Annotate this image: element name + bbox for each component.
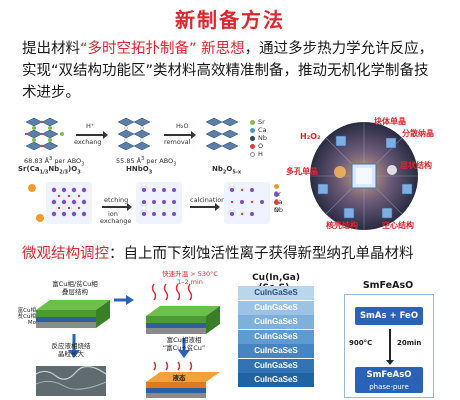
smfeaso-product: SmFeAsO phase-pure bbox=[355, 367, 423, 393]
nb2o5-structure bbox=[205, 117, 239, 151]
arrow1-bottom-label: exchang bbox=[74, 138, 102, 146]
intro-text-1: 提出材料 bbox=[22, 41, 80, 57]
label-layered: 层状结构 bbox=[400, 161, 432, 170]
lower-arrow1-top: etching bbox=[104, 196, 129, 204]
lower-arrow1 bbox=[102, 203, 132, 211]
cigs-row: CuInGaSeS bbox=[238, 315, 314, 329]
tag-liquid-phase: 富Cu相液相“富Cu+贫Cu” bbox=[162, 336, 206, 352]
arrow2-bottom-label: removal bbox=[164, 138, 191, 146]
legend-top-h: H bbox=[250, 150, 263, 158]
legend-top-o: O bbox=[250, 142, 263, 150]
lower-arrow1-bottom: exchange bbox=[100, 217, 132, 225]
label-hollow: 空心结构 bbox=[382, 221, 414, 230]
ion-dot-orange-2 bbox=[36, 214, 44, 222]
cigs-stack: CuInGaSeS CuInGaSeS CuInGaSeS CuInGaSeS … bbox=[238, 286, 314, 388]
structure-sphere-graphic bbox=[310, 122, 418, 230]
perovskite-structure-1 bbox=[24, 117, 64, 151]
step1-volume: 68.83 Å3 per ABO3 bbox=[24, 156, 85, 168]
arrow1 bbox=[76, 131, 108, 139]
subheading-text: ：自上而下刻蚀活性离子获得新型纳孔单晶材料 bbox=[109, 246, 414, 262]
intro-highlight: “多时空拓扑制备” 新思想 bbox=[80, 41, 245, 57]
legend-top-sr: Sr bbox=[250, 118, 265, 126]
lower-arrow2 bbox=[190, 203, 220, 211]
legend-top-ca: Ca bbox=[250, 126, 267, 134]
smfeaso-title: SmFeAsO bbox=[362, 280, 414, 291]
smfeaso-time: 20min bbox=[397, 339, 422, 347]
intro-paragraph: 提出材料“多时空拓扑制备” 新思想，通过多步热力学允许反应，实现“双结构功能区”… bbox=[22, 38, 442, 104]
cigs-row: CuInGaSeS bbox=[238, 286, 314, 300]
process-layers-graphic bbox=[35, 283, 220, 398]
legend-top-nb: Nb bbox=[250, 134, 267, 142]
smfeaso-panel: SmAs + FeO 900°C 20min SmFeAsO phase-pur… bbox=[344, 294, 434, 398]
smfeaso-arrow bbox=[386, 329, 394, 365]
cigs-row: CuInGaSeS bbox=[238, 300, 314, 315]
step2-volume: 55.85 Å3 per ABO3 bbox=[116, 156, 177, 168]
label-h2o2: H₂O₂ bbox=[300, 132, 321, 141]
structure-sphere-panel: 块体单晶 H₂O₂ 分散纳晶 多孔单晶 层状结构 核壳结构 空心结构 bbox=[282, 114, 448, 236]
micro-structure-subheading: 微观结构调控：自上而下刻蚀活性离子获得新型纳孔单晶材料 bbox=[22, 242, 452, 263]
step3-formula: Nb2O5-x bbox=[212, 165, 242, 176]
cigs-row: CuInGaSeS bbox=[238, 358, 314, 373]
label-bulk-single-crystal: 块体单晶 bbox=[374, 117, 406, 126]
step2-formula: HNbO3 bbox=[126, 165, 153, 176]
smfeaso-reactants: SmAs + FeO bbox=[355, 307, 423, 325]
lattice-grid-3 bbox=[224, 182, 270, 224]
cigs-row: CuInGaSeS bbox=[238, 344, 314, 358]
intro-text-2: ，通过多步热力学允许反应，实现“双结构功能区”类材料高效精准制备，推动无机化学制… bbox=[22, 41, 434, 101]
lattice-grid-1 bbox=[46, 182, 92, 224]
arrow1-top-label: H⁺ bbox=[86, 122, 95, 130]
subheading-highlight: 微观结构调控 bbox=[22, 246, 109, 262]
lower-arrow2-top: calcination bbox=[190, 196, 226, 204]
label-core-shell: 核壳结构 bbox=[326, 221, 358, 230]
tag-melt: 液态 bbox=[172, 374, 186, 382]
tag-cu-layer-top: 富Cu相/贫Cu相叠层结构 bbox=[52, 280, 98, 296]
label-molecular-sieve: 分散纳晶 bbox=[402, 129, 434, 138]
smfeaso-temperature: 900°C bbox=[349, 339, 373, 347]
arrow2-top-label: H₂O bbox=[176, 122, 189, 130]
step1-formula: Sr(Ca1/3Nb2/3)O3 bbox=[18, 165, 81, 176]
arrow2 bbox=[164, 131, 196, 139]
tag-grain-growth: 反应液相烧结晶粒长大 bbox=[51, 342, 91, 358]
label-multi-scale: 多孔单晶 bbox=[286, 167, 318, 176]
cigs-row: CuInGaSeS bbox=[238, 373, 314, 387]
lower-arrow1-mid: ion bbox=[108, 210, 118, 218]
legend-bottom-o: O bbox=[274, 198, 282, 214]
page-title: 新制备方法 bbox=[175, 8, 285, 32]
crystal-structure-panel: 68.83 Å3 per ABO3 Sr(Ca1/3Nb2/3)O3 H⁺ ex… bbox=[14, 116, 283, 234]
lattice-grid-2 bbox=[136, 182, 182, 224]
ion-dot-orange bbox=[28, 184, 36, 192]
cigs-row: CuInGaSeS bbox=[238, 329, 314, 344]
hnbo3-structure bbox=[117, 117, 151, 151]
